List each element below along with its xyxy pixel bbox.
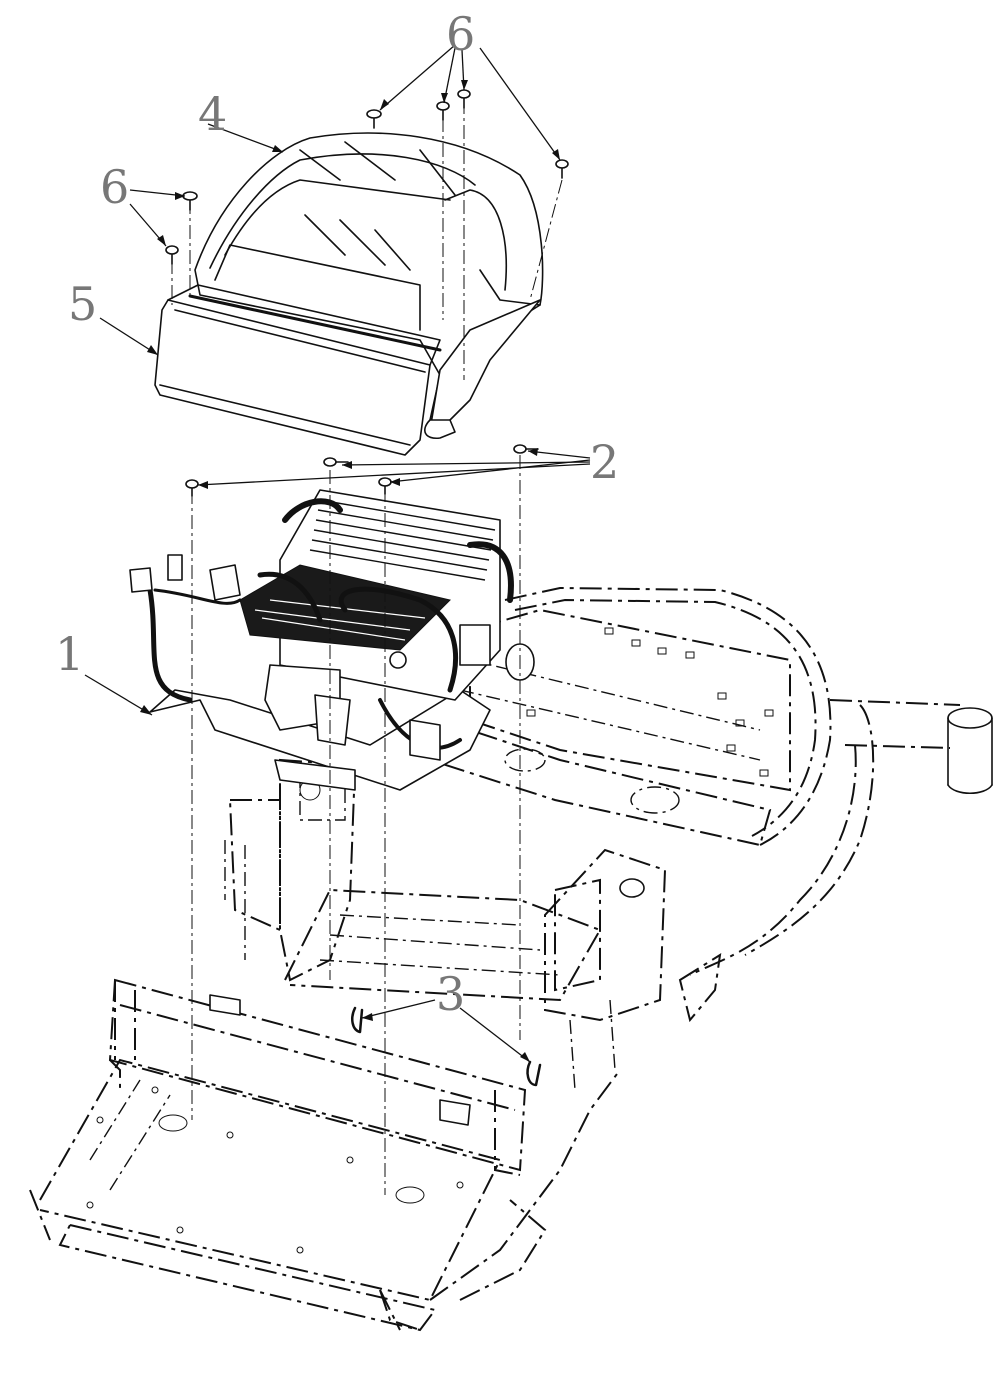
callout-labels: 1 2 3 4 5 6 6 — [55, 7, 619, 1021]
callout-2: 2 — [590, 435, 619, 489]
leader-arrowheads — [140, 80, 560, 1062]
controller-assembly — [129, 489, 535, 791]
callout-6-top: 6 — [446, 7, 475, 61]
callout-5: 5 — [68, 277, 97, 331]
fasteners — [165, 89, 569, 1087]
callout-6-left: 6 — [100, 160, 129, 214]
callout-4: 4 — [198, 87, 227, 141]
callout-3: 3 — [436, 967, 465, 1021]
chassis-frame — [29, 586, 993, 1332]
callout-1: 1 — [55, 627, 84, 681]
cover-assembly — [154, 132, 544, 456]
alignment-center-lines — [171, 100, 563, 1195]
